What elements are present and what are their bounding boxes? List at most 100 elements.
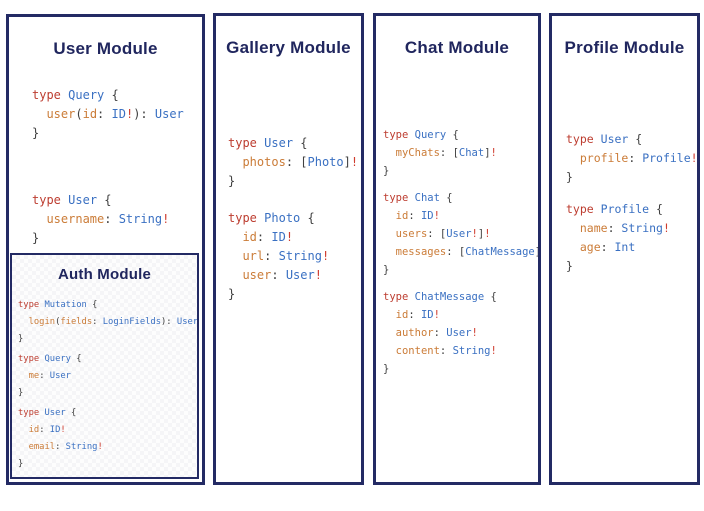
code-token: id: [82, 107, 98, 122]
code-token: photos: [242, 155, 286, 170]
module-panel-chat: Chat Module type Query { myChats: [Chat]…: [373, 13, 541, 485]
code-token: ID: [420, 210, 434, 223]
code-token: :: [264, 249, 279, 264]
code-token: {: [65, 407, 77, 418]
code-token: !: [484, 228, 491, 241]
code-block-chat: type Chat { id: ID! users: [User!]! mess…: [383, 189, 538, 279]
code-block-gallery: type User { photos: [Photo]! }: [228, 134, 361, 191]
code-token: :: [92, 316, 103, 327]
code-block-chat: type Query { myChats: [Chat]! }: [383, 126, 538, 180]
code-token: type: [32, 88, 61, 103]
code-gallery: type User { photos: [Photo]! }type Photo…: [216, 134, 361, 304]
code-token: id: [28, 424, 40, 435]
code-token: [383, 327, 396, 339]
code-token: }: [18, 333, 24, 344]
code-token: (: [75, 107, 83, 122]
code-token: }: [228, 174, 236, 189]
code-token: [228, 249, 242, 263]
code-token: ):: [161, 316, 177, 327]
code-token: ID: [49, 424, 61, 435]
code-token: [228, 230, 242, 244]
code-token: ]: [484, 147, 491, 160]
code-token: {: [628, 132, 643, 147]
code-token: (: [55, 316, 61, 327]
code-profile: type User { profile: Profile! }type Prof…: [552, 130, 697, 276]
code-token: type: [383, 291, 409, 304]
code-token: !: [433, 309, 440, 322]
module-panel-auth: Auth Module type Mutation { login(fields…: [10, 253, 199, 479]
code-token: email: [28, 441, 56, 452]
code-token: Chat: [414, 192, 440, 205]
code-token: type: [228, 136, 257, 151]
code-token: id: [395, 210, 409, 223]
code-token: ID: [271, 230, 286, 245]
code-user: type Query { user(id: ID!): User }type U…: [9, 86, 202, 248]
code-token: ChatMessage: [414, 291, 485, 304]
code-token: myChats: [395, 147, 440, 160]
code-token: author: [395, 327, 434, 340]
code-token: ]: [535, 246, 538, 258]
code-token: {: [86, 299, 98, 310]
code-token: Mutation: [44, 299, 87, 310]
code-token: !: [490, 147, 497, 160]
code-token: :: [628, 151, 643, 166]
code-token: !: [285, 230, 294, 245]
code-token: :: [600, 240, 615, 255]
code-block-user: type Query { user(id: ID!): User }: [32, 86, 202, 143]
code-token: }: [566, 170, 573, 185]
code-token: [383, 309, 396, 321]
code-token: messages: [395, 246, 447, 259]
module-title-gallery: Gallery Module: [226, 38, 351, 57]
code-token: user: [242, 268, 272, 283]
code-token: !: [125, 107, 134, 122]
code-token: ChatMessage: [465, 246, 535, 259]
code-token: }: [383, 165, 390, 178]
code-token: type: [566, 202, 594, 217]
code-block-chat: type ChatMessage { id: ID! author: User!…: [383, 288, 538, 378]
code-token: name: [579, 221, 608, 236]
code-token: User: [44, 407, 66, 418]
code-token: [18, 425, 29, 435]
code-token: ID: [111, 107, 126, 122]
code-token: :: [104, 212, 119, 227]
code-token: ]: [343, 155, 351, 170]
code-token: :: [607, 221, 622, 236]
code-block-profile: type Profile { name: String! age: Int }: [566, 200, 697, 276]
code-token: [383, 345, 396, 357]
code-token: User: [68, 193, 98, 208]
code-token: }: [32, 231, 40, 246]
code-token: User: [446, 327, 472, 340]
code-token: [228, 268, 242, 282]
module-title-profile: Profile Module: [564, 38, 685, 57]
module-title-auth: Auth Module: [57, 266, 151, 283]
code-token: Photo: [307, 155, 344, 170]
code-token: String: [118, 212, 163, 227]
code-token: ID: [420, 309, 434, 322]
code-token: {: [97, 193, 112, 208]
code-token: type: [18, 353, 40, 364]
code-token: Profile: [642, 151, 691, 166]
code-token: users: [395, 228, 428, 241]
code-token: [566, 151, 580, 165]
module-title-user: User Module: [53, 39, 158, 58]
code-token: :: [97, 107, 112, 122]
code-token: [383, 147, 396, 159]
code-token: }: [383, 363, 390, 376]
code-block-user: type User { username: String! }: [32, 191, 202, 248]
code-token: :: [271, 268, 286, 283]
code-token: [566, 240, 580, 254]
code-token: age: [579, 240, 601, 255]
code-token: type: [18, 407, 40, 418]
code-token: User: [600, 132, 629, 147]
code-token: !: [321, 249, 330, 264]
code-token: {: [446, 129, 459, 142]
code-token: ]: [477, 228, 485, 241]
code-token: id: [395, 309, 409, 322]
code-token: :: [39, 370, 50, 381]
code-token: !: [60, 424, 66, 435]
code-token: :: [439, 345, 453, 358]
code-token: user: [46, 107, 76, 122]
code-token: User: [285, 268, 315, 283]
code-token: {: [70, 353, 82, 364]
code-token: [383, 210, 396, 222]
